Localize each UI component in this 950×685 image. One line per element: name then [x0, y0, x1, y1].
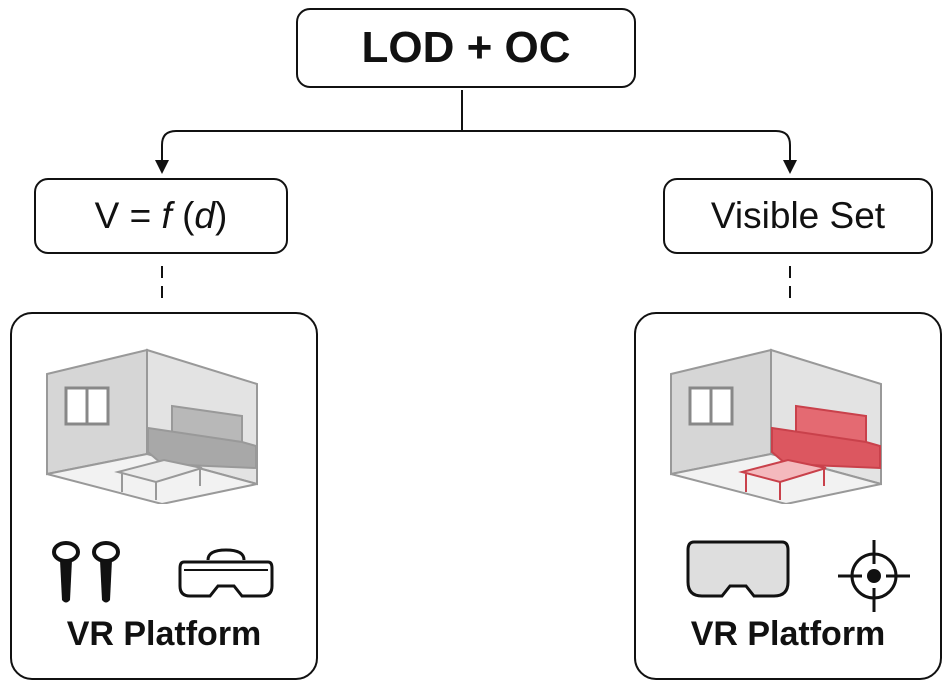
vr-headset-outline-icon: [178, 548, 274, 598]
formula-func: f: [161, 195, 172, 236]
room-gray-icon: [46, 348, 258, 504]
vr-headset-filled-icon: [686, 540, 790, 598]
crosshair-target-icon: [838, 540, 910, 612]
root-label: LOD + OC: [361, 23, 571, 72]
arrowhead-right: [783, 160, 797, 174]
root-node: LOD + OC: [296, 8, 636, 88]
visible-set-label: Visible Set: [710, 195, 886, 236]
formula-open: (: [171, 195, 195, 236]
visible-set-node: Visible Set: [663, 178, 933, 254]
formula-node: V = f (d): [34, 178, 288, 254]
formula-close: ): [215, 195, 228, 236]
room-highlighted-icon: [670, 348, 882, 504]
formula-lhs: V =: [94, 195, 162, 236]
arrowhead-left: [155, 160, 169, 174]
panel-label-left: VR Platform: [66, 615, 262, 653]
vr-controllers-icon: [52, 541, 120, 603]
right-platform-panel: VR Platform: [634, 312, 942, 680]
branch-line: [161, 130, 791, 162]
left-platform-panel: VR Platform: [10, 312, 318, 680]
formula-arg: d: [194, 195, 215, 236]
panel-label-right: VR Platform: [690, 615, 886, 653]
